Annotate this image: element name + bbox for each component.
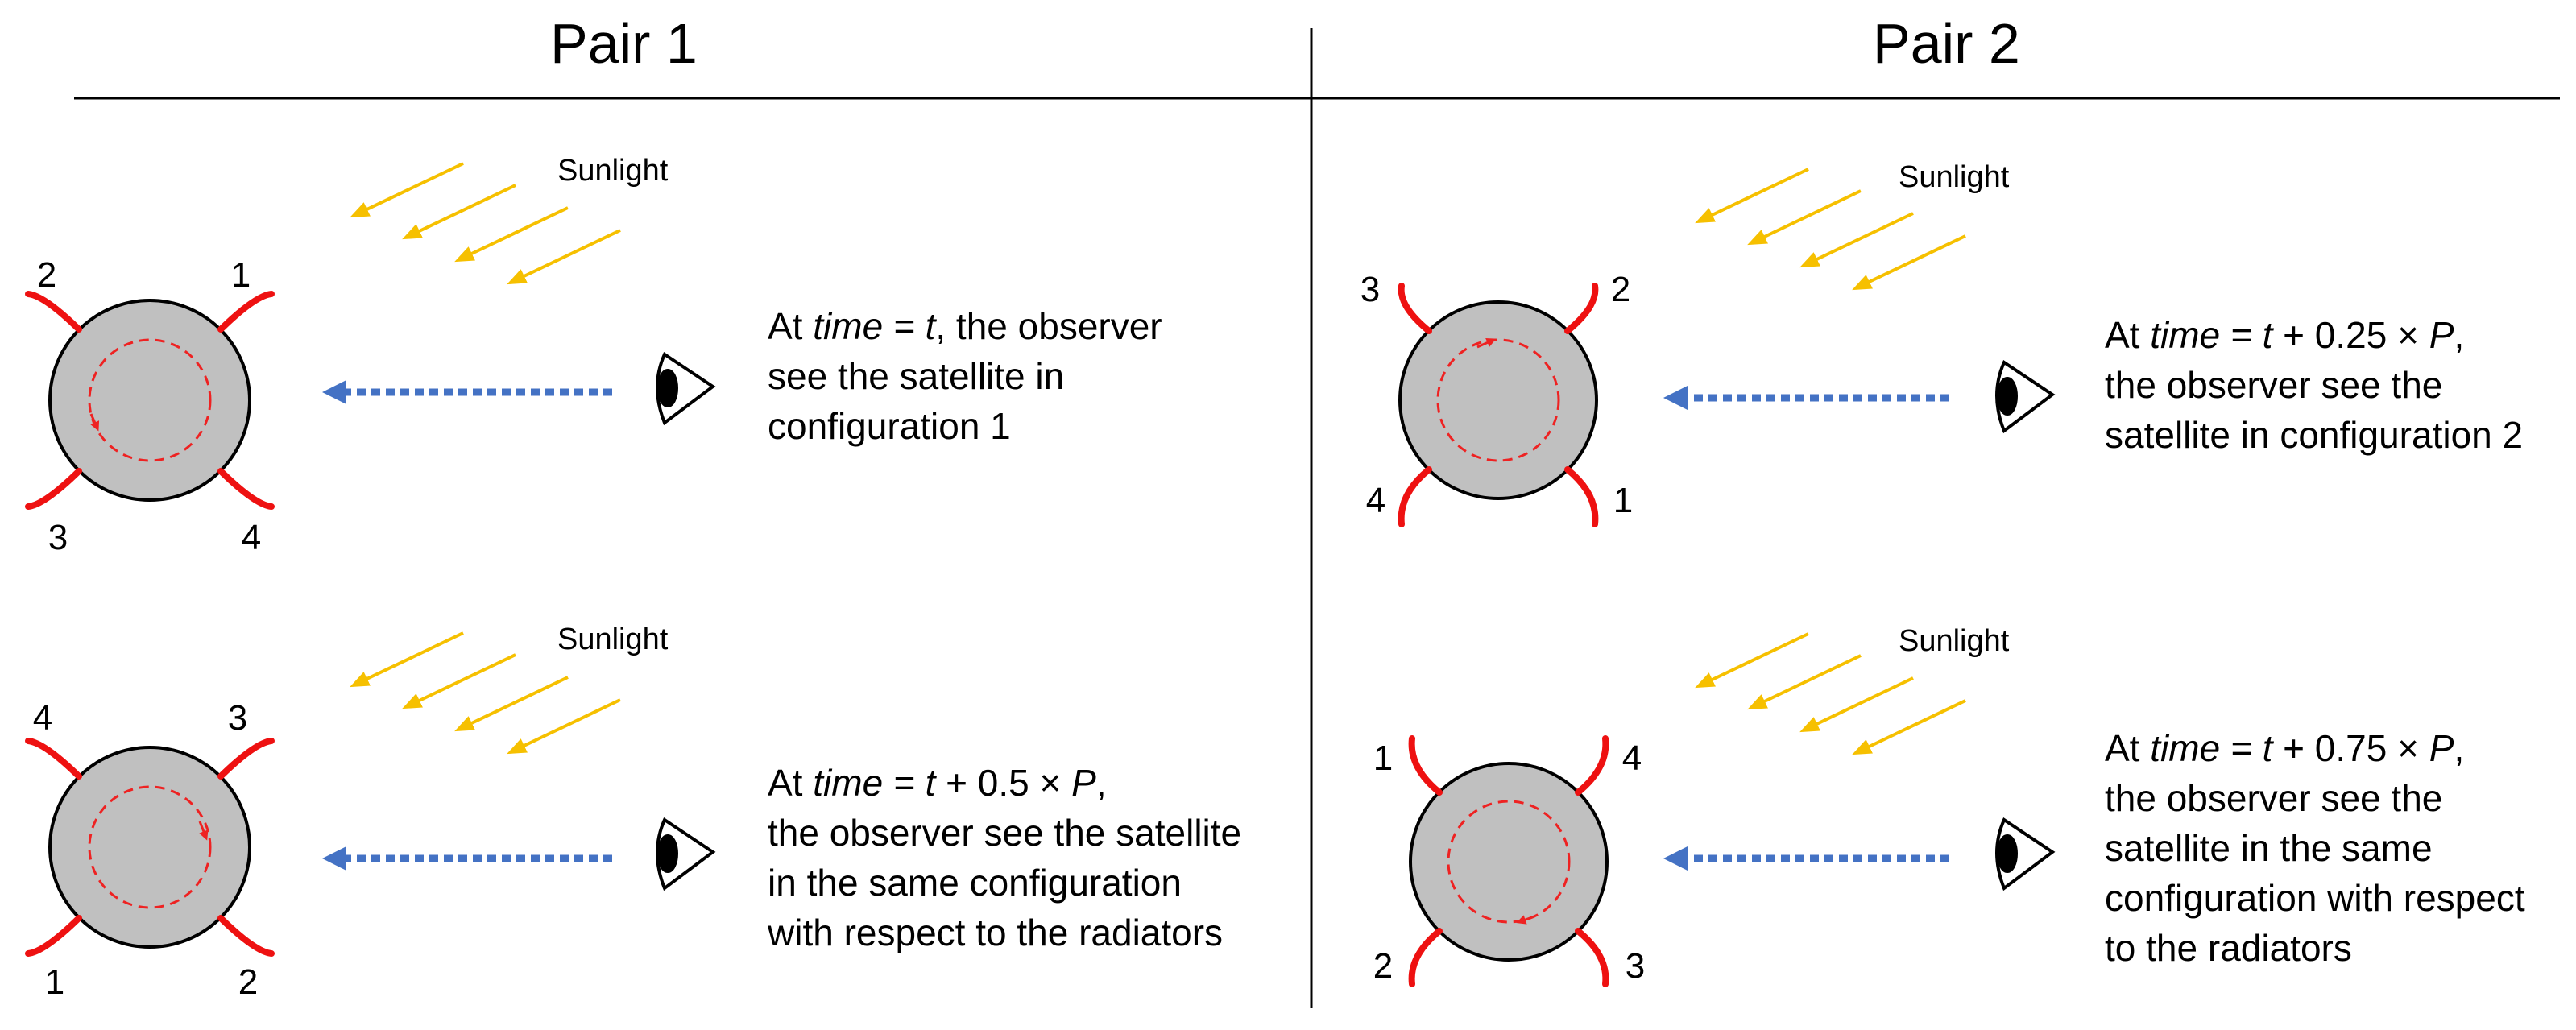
panel-pair2-config-three-quarter-period (1408, 632, 2056, 987)
description-config1: At time = t, the observer see the satell… (768, 305, 1162, 447)
satellite (25, 738, 275, 957)
radiator (1408, 735, 1609, 987)
dotted-arrow-icon (322, 380, 612, 404)
eye-icon (656, 352, 716, 426)
satellite (1398, 283, 1599, 527)
radiator-number: 3 (227, 698, 248, 738)
radiator-number: 1 (1613, 481, 1634, 520)
rotation-arrow (1447, 800, 1571, 925)
description-config2: At time = t + 0.25 × P, the observer see… (2105, 314, 2524, 456)
eye-icon (656, 817, 716, 891)
sunlight-rays-icon (350, 631, 621, 755)
pair2-title: Pair 2 (1873, 12, 2020, 75)
sunlight-rays-icon (1695, 632, 1966, 755)
radiator-number: 3 (1360, 270, 1381, 309)
panel-pair1-config1 (25, 162, 716, 510)
description-half-period: At time = t + 0.5 × P, the observer see … (768, 762, 1242, 953)
rotation-arrow (1436, 337, 1560, 462)
radiator (25, 291, 275, 510)
radiator-number: 2 (238, 962, 259, 1002)
rotation-arrow (88, 338, 212, 462)
panel-pair2-config2 (1398, 168, 2056, 527)
radiator-number: 4 (1621, 738, 1642, 778)
radiator-number: 4 (1365, 481, 1386, 520)
sunlight-label: Sunlight (1899, 624, 2010, 658)
radiator-number: 4 (241, 518, 262, 557)
radiator-number: 3 (1625, 946, 1646, 986)
radiator-number: 2 (36, 255, 57, 295)
dotted-arrow-icon (322, 846, 612, 871)
sunlight-rays-icon (350, 162, 621, 285)
pair1-title: Pair 1 (550, 12, 698, 75)
rotation-arrow (88, 785, 212, 909)
sunlight-label: Sunlight (557, 154, 669, 188)
radiator-number: 1 (230, 255, 251, 295)
satellite (25, 291, 275, 510)
sunlight-label: Sunlight (1899, 160, 2010, 194)
radiator-number: 1 (44, 962, 65, 1002)
radiator-number: 2 (1373, 946, 1394, 986)
sunlight-label: Sunlight (557, 623, 669, 656)
dotted-arrow-icon (1663, 386, 1949, 410)
eye-icon (1995, 360, 2056, 434)
satellite (1408, 735, 1609, 987)
dotted-arrow-icon (1663, 846, 1949, 871)
sunlight-rays-icon (1695, 168, 1966, 291)
eye-icon (1995, 817, 2056, 891)
radiator-number: 2 (1610, 270, 1631, 309)
radiator-number: 1 (1373, 738, 1394, 778)
radiator-number: 4 (32, 698, 53, 738)
radiator (1398, 283, 1599, 527)
radiator (25, 738, 275, 957)
panel-pair1-config-half-period (25, 631, 716, 957)
radiator-number: 3 (48, 518, 68, 557)
description-three-quarter-period: At time = t + 0.75 × P, the observer see… (2105, 727, 2525, 969)
